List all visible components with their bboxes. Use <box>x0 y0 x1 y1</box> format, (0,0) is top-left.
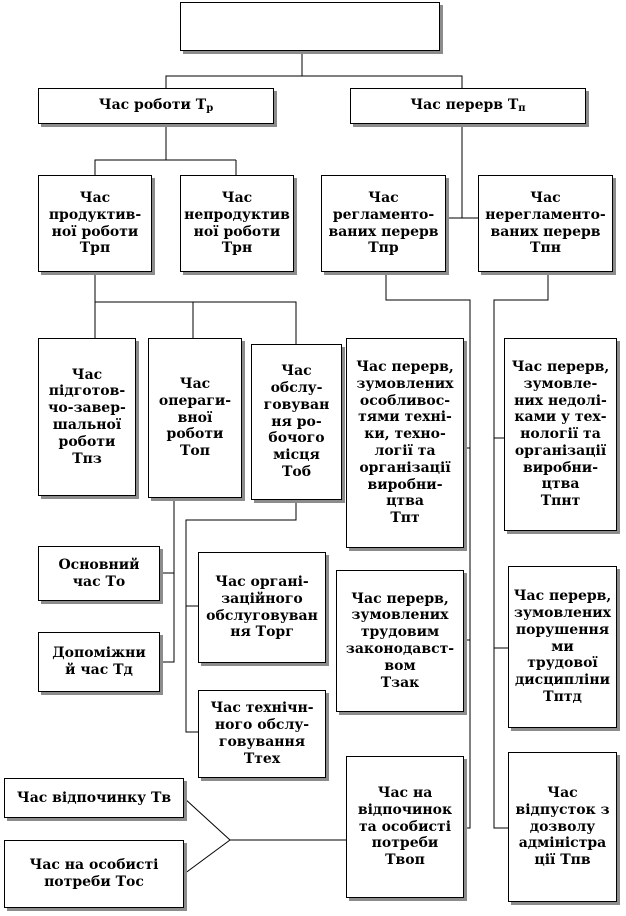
unproductive-work-box: Час непродуктив ної роботи Трн <box>180 175 294 272</box>
link-workplace-children <box>185 500 297 733</box>
deficiency-breaks-box: Час перерв, зумовле- них недолі- ками у … <box>504 338 617 531</box>
break-time-sub: п <box>518 103 526 114</box>
link-rest-personal <box>183 797 346 841</box>
break-time-label: Час перерв Т <box>410 97 519 113</box>
work-time-box: Час роботи Тр <box>38 88 274 124</box>
link-root-split <box>165 51 303 88</box>
organizational-service-box: Час органі- заційного обслуговуван ня То… <box>198 552 326 663</box>
auxiliary-time-box: Допоміжни й час Тд <box>38 632 160 692</box>
link-unregulated-branch <box>493 272 549 829</box>
link-regulated-branch <box>385 272 471 829</box>
link-work-to-children <box>94 124 167 175</box>
rest-personal-needs-box: Час на відпочинок та особисті потреби Тв… <box>346 756 464 898</box>
regulated-breaks-box: Час регламенто- ваних перерв Тпр <box>321 175 446 272</box>
workplace-service-box: Час обслу- говуван ня ро- бочого місця Т… <box>251 344 342 500</box>
personal-needs-box: Час на особисті потреби Тос <box>4 840 184 908</box>
technical-service-box: Час технічн- ного обслу- говування Ттех <box>198 690 326 778</box>
main-time-box: Основний час То <box>38 546 160 601</box>
link-root-breaks <box>302 75 463 88</box>
administrative-leave-box: Час відпусток з дозволу адміністра ції Т… <box>508 752 617 902</box>
productive-work-box: Час продуктив- ної роботи Трп <box>38 175 152 272</box>
operative-work-box: Час операги- вної роботи Топ <box>148 338 242 498</box>
break-time-box: Час перерв Тп <box>350 88 586 124</box>
root-box <box>180 2 440 51</box>
link-operative-main-aux <box>160 498 175 663</box>
work-time-label: Час роботи Т <box>98 97 207 113</box>
link-productive-children <box>94 272 297 344</box>
work-time-sub: р <box>206 103 214 114</box>
unregulated-breaks-box: Час нерегламенто- ваних перерв Тпн <box>478 175 613 272</box>
preparatory-final-box: Час підготов- чо-завер- шальної роботи Т… <box>38 338 136 496</box>
rest-time-box: Час відпочинку Тв <box>4 778 184 818</box>
discipline-breaks-box: Час перерв, зумовлених порушення ми труд… <box>508 566 617 728</box>
labor-law-breaks-box: Час перерв, зумовлених трудовим законода… <box>336 570 464 712</box>
tech-breaks-box: Час перерв, зумовлених особливос- тями т… <box>346 338 464 548</box>
